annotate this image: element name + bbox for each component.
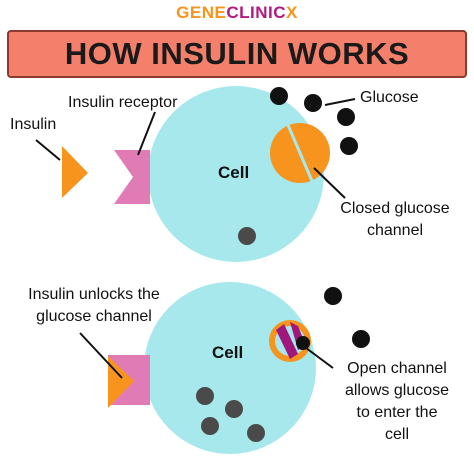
- brand-clinic: CLINIC: [226, 3, 286, 22]
- glucose-pointer: [324, 98, 356, 106]
- glucose-entering-dot: [296, 336, 310, 350]
- unlock-label: Insulin unlocks the glucose channel: [8, 284, 180, 328]
- open-channel-pointer: [297, 341, 334, 369]
- receptor-label: Insulin receptor: [68, 94, 178, 111]
- glucose-dot: [304, 94, 322, 112]
- unlock-label-line2: glucose channel: [36, 308, 152, 325]
- closed-channel-label: Closed glucose channel: [328, 198, 462, 242]
- bottom-cell: [144, 282, 316, 454]
- top-cell: [148, 86, 324, 262]
- top-insulin-shape: [62, 146, 88, 198]
- glucose-dot: [340, 137, 358, 155]
- glucose-dot: [337, 108, 355, 126]
- glucose-inside-dot: [247, 424, 265, 442]
- unlock-label-line1: Insulin unlocks the: [28, 286, 160, 303]
- open-channel-label-line1: Open channel: [347, 360, 447, 377]
- glucose-dot: [324, 287, 342, 305]
- unlock-pointer: [79, 332, 123, 379]
- insulin-label: Insulin: [10, 116, 57, 133]
- insulin-pointer: [35, 139, 61, 161]
- bottom-cell-label: Cell: [212, 343, 244, 362]
- glucose-inside-dot: [225, 400, 243, 418]
- page-title: HOW INSULIN WORKS: [64, 36, 410, 71]
- closed-channel-slit: [286, 124, 314, 182]
- open-channel-label: Open channel allows glucose to enter the…: [330, 358, 464, 446]
- glucose-dot: [352, 330, 370, 348]
- glucose-dot: [270, 87, 288, 105]
- open-channel-label-line4: cell: [384, 426, 409, 443]
- glucose-inside-dot: [201, 417, 219, 435]
- brand-logo: GENECLINICX: [0, 3, 474, 25]
- glucose-inside-dot: [196, 387, 214, 405]
- brand-gene: GENE: [176, 3, 227, 22]
- closed-channel-label-line2: channel: [366, 222, 424, 239]
- glucose-inside-dot: [238, 227, 256, 245]
- top-cell-label: Cell: [218, 163, 250, 182]
- glucose-label: Glucose: [360, 89, 419, 106]
- title-banner: HOW INSULIN WORKS: [7, 30, 467, 78]
- top-receptor-shape: [114, 150, 150, 204]
- open-channel-label-line3: to enter the: [356, 404, 438, 421]
- brand-x: X: [286, 3, 298, 22]
- channel-pointer: [313, 167, 346, 199]
- open-channel-stripe: [276, 324, 298, 359]
- open-channel-label-line2: allows glucose: [344, 382, 450, 399]
- receptor-pointer: [137, 111, 156, 156]
- closed-channel-label-line1: Closed glucose: [340, 200, 450, 217]
